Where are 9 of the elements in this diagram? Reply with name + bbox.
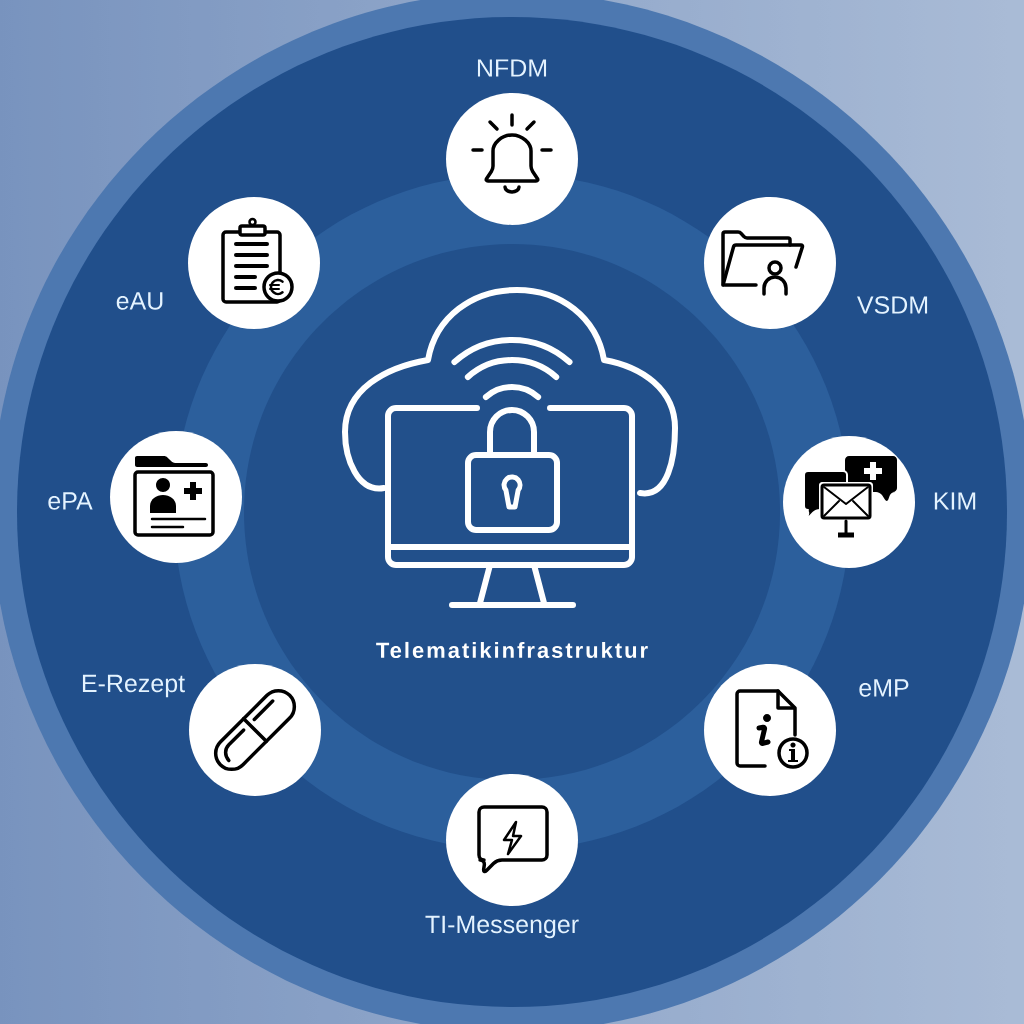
service-name: KIM bbox=[934, 492, 976, 510]
service-name: E-Rezept bbox=[82, 674, 185, 698]
service-name: eAU bbox=[116, 292, 163, 310]
service-name: NFDM bbox=[477, 59, 547, 77]
service-name: VSDM bbox=[857, 296, 928, 314]
center-title: Telematikinfrastruktur bbox=[376, 641, 648, 659]
service-name: TI-Messenger bbox=[425, 915, 579, 939]
service-name: eMP bbox=[859, 679, 909, 697]
service-name: ePA bbox=[48, 492, 93, 510]
